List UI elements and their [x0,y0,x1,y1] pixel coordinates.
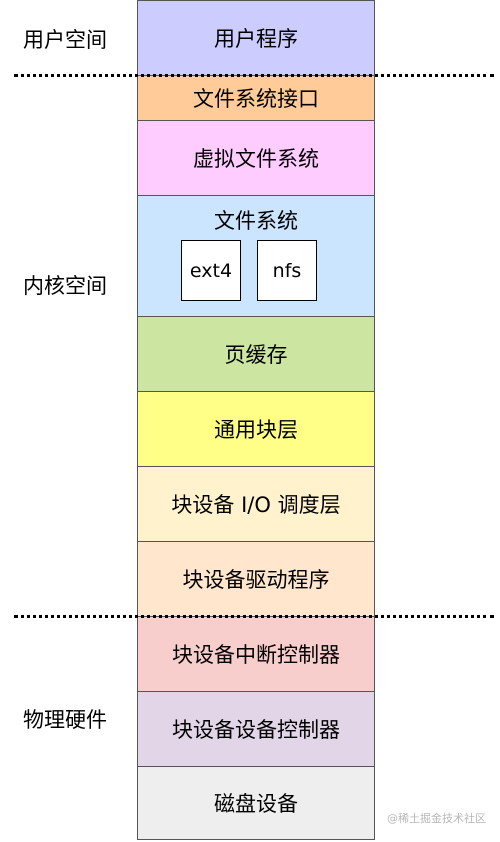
block-driver-label: 块设备驱动程序 [182,568,330,592]
kernel-space-label: 内核空间 [23,274,107,298]
hardware-label: 物理硬件 [23,708,107,732]
page-cache-layer: 页缓存 [137,316,375,392]
nfs-box: nfs [257,240,317,301]
io-scheduler-label: 块设备 I/O 调度层 [171,493,341,517]
user-program-layer: 用户程序 [137,0,375,76]
user-program-label: 用户程序 [214,27,298,51]
generic-block-label: 通用块层 [214,418,298,442]
disk-label: 磁盘设备 [214,792,298,816]
vfs-layer: 虚拟文件系统 [137,120,375,196]
disk-layer: 磁盘设备 [137,766,375,840]
block-driver-layer: 块设备驱动程序 [137,541,375,617]
page-cache-label: 页缓存 [224,343,288,367]
user-kernel-divider [14,74,494,77]
watermark: @稀土掘金技术社区 [387,812,486,825]
interrupt-controller-label: 块设备中断控制器 [172,643,340,667]
device-controller-layer: 块设备设备控制器 [137,691,375,767]
fs-interface-label: 文件系统接口 [193,87,319,111]
interrupt-controller-layer: 块设备中断控制器 [137,616,375,692]
fs-interface-layer: 文件系统接口 [137,75,375,121]
device-controller-label: 块设备设备控制器 [172,718,340,742]
user-space-label: 用户空间 [23,28,107,52]
filesystem-label: 文件系统 [214,209,298,233]
generic-block-layer: 通用块层 [137,391,375,467]
ext4-box: ext4 [181,240,241,301]
filesystem-layer: 文件系统 ext4 nfs [137,195,375,317]
io-scheduler-layer: 块设备 I/O 调度层 [137,466,375,542]
vfs-label: 虚拟文件系统 [193,147,319,171]
kernel-hardware-divider [14,615,494,618]
